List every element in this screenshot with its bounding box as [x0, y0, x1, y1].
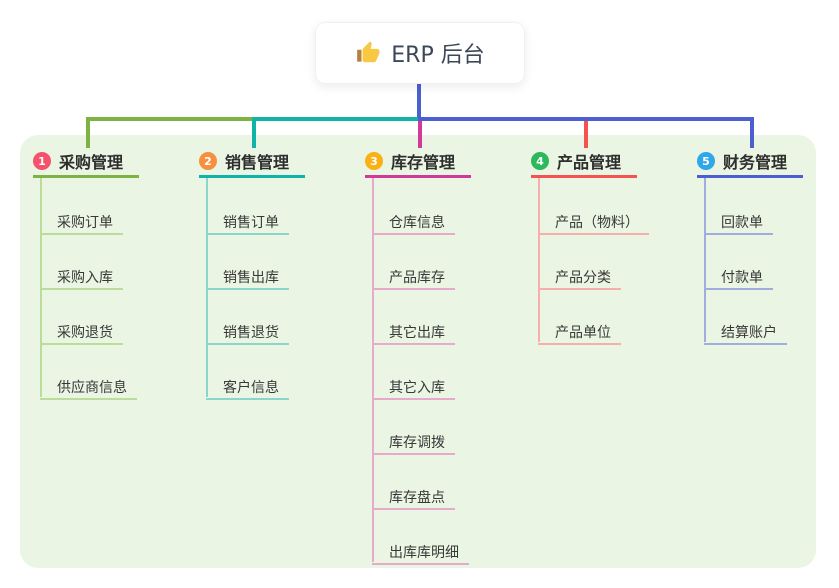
- root-drop-line: [417, 82, 421, 117]
- mindmap-item[interactable]: 库存盘点: [372, 487, 455, 510]
- branch-5: 5 财务管理回款单付款单结算账户: [697, 150, 839, 345]
- branch-header[interactable]: 3 库存管理: [365, 150, 525, 172]
- branch-drop-line: [418, 121, 422, 148]
- branch-drop-line: [584, 121, 588, 148]
- mindmap-item[interactable]: 产品库存: [372, 267, 455, 290]
- mindmap-item[interactable]: 出库库明细: [372, 542, 469, 565]
- branch-label: 财务管理: [723, 153, 788, 172]
- branch-label: 销售管理: [225, 153, 290, 172]
- item-label: 结算账户: [721, 325, 777, 341]
- branch-underline: [199, 175, 305, 178]
- branch-header[interactable]: 1 采购管理: [33, 150, 193, 172]
- item-label: 产品（物料）: [555, 215, 639, 231]
- branch-header[interactable]: 2 销售管理: [199, 150, 359, 172]
- branch-3: 3 库存管理仓库信息产品库存其它出库其它入库库存调拨库存盘点出库库明细: [365, 150, 525, 565]
- mindmap-item[interactable]: 采购订单: [40, 212, 123, 235]
- branch-items-spine: [40, 178, 42, 397]
- item-label: 供应商信息: [57, 380, 127, 396]
- branch-4: 4 产品管理产品（物料） 产品分类产品单位: [531, 150, 691, 345]
- branch-header[interactable]: 5 财务管理: [697, 150, 839, 172]
- item-label: 销售订单: [223, 215, 279, 231]
- mindmap-item[interactable]: 销售退货: [206, 322, 289, 345]
- item-label: 产品单位: [555, 325, 611, 341]
- branch-number-badge: 4: [531, 152, 549, 170]
- mindmap-item[interactable]: 采购入库: [40, 267, 123, 290]
- branch-label: 产品管理: [557, 153, 622, 172]
- mindmap-item[interactable]: 销售订单: [206, 212, 289, 235]
- branch-1: 1 采购管理采购订单采购入库采购退货供应商信息: [33, 150, 193, 400]
- mindmap-item[interactable]: 库存调拨: [372, 432, 455, 455]
- item-label: 客户信息: [223, 380, 279, 396]
- branch-drop-line: [252, 121, 256, 148]
- trunk-segment-teal: [252, 117, 422, 121]
- item-label: 采购订单: [57, 215, 113, 231]
- root-node[interactable]: ERP 后台: [315, 22, 525, 84]
- branch-items-spine: [538, 178, 540, 342]
- mindmap-item[interactable]: 产品分类: [538, 267, 621, 290]
- item-label: 付款单: [721, 270, 763, 286]
- branches-panel: [20, 135, 816, 568]
- branch-items-spine: [372, 178, 374, 562]
- item-label: 出库库明细: [389, 545, 459, 561]
- branch-number-badge: 5: [697, 152, 715, 170]
- item-label: 销售退货: [223, 325, 279, 341]
- mindmap-item[interactable]: 结算账户: [704, 322, 787, 345]
- mindmap-item[interactable]: 产品（物料）: [538, 212, 649, 235]
- item-label: 回款单: [721, 215, 763, 231]
- branch-number-badge: 2: [199, 152, 217, 170]
- branch-drop-line: [750, 121, 754, 148]
- item-label: 库存盘点: [389, 490, 445, 506]
- branch-2: 2 销售管理销售订单销售出库销售退货客户信息: [199, 150, 359, 400]
- thumbs-up-icon: [357, 41, 380, 63]
- branch-number-badge: 3: [365, 152, 383, 170]
- mindmap-item[interactable]: 采购退货: [40, 322, 123, 345]
- branch-drop-line: [86, 121, 90, 148]
- item-label: 库存调拨: [389, 435, 445, 451]
- item-label: 销售出库: [223, 270, 279, 286]
- mindmap-item[interactable]: 付款单: [704, 267, 773, 290]
- item-label: 采购入库: [57, 270, 113, 286]
- trunk-segment-blue: [418, 117, 754, 121]
- item-label: 产品库存: [389, 270, 445, 286]
- mindmap-item[interactable]: 客户信息: [206, 377, 289, 400]
- item-label: 其它入库: [389, 380, 445, 396]
- branch-header[interactable]: 4 产品管理: [531, 150, 691, 172]
- branch-underline: [531, 175, 637, 178]
- item-label: 其它出库: [389, 325, 445, 341]
- branch-items-spine: [704, 178, 706, 342]
- mindmap-item[interactable]: 其它出库: [372, 322, 455, 345]
- branch-underline: [365, 175, 471, 178]
- mindmap-item[interactable]: 仓库信息: [372, 212, 455, 235]
- mindmap-item[interactable]: 回款单: [704, 212, 773, 235]
- branch-underline: [697, 175, 803, 178]
- branch-label: 采购管理: [59, 153, 124, 172]
- branch-underline: [33, 175, 139, 178]
- branch-number-badge: 1: [33, 152, 51, 170]
- branch-items-spine: [206, 178, 208, 397]
- item-label: 产品分类: [555, 270, 611, 286]
- mindmap-item[interactable]: 销售出库: [206, 267, 289, 290]
- item-label: 采购退货: [57, 325, 113, 341]
- item-label: 仓库信息: [389, 215, 445, 231]
- mindmap-item[interactable]: 供应商信息: [40, 377, 137, 400]
- mindmap-item[interactable]: 产品单位: [538, 322, 621, 345]
- root-title: ERP 后台: [391, 43, 485, 68]
- mindmap-item[interactable]: 其它入库: [372, 377, 455, 400]
- branch-label: 库存管理: [391, 153, 456, 172]
